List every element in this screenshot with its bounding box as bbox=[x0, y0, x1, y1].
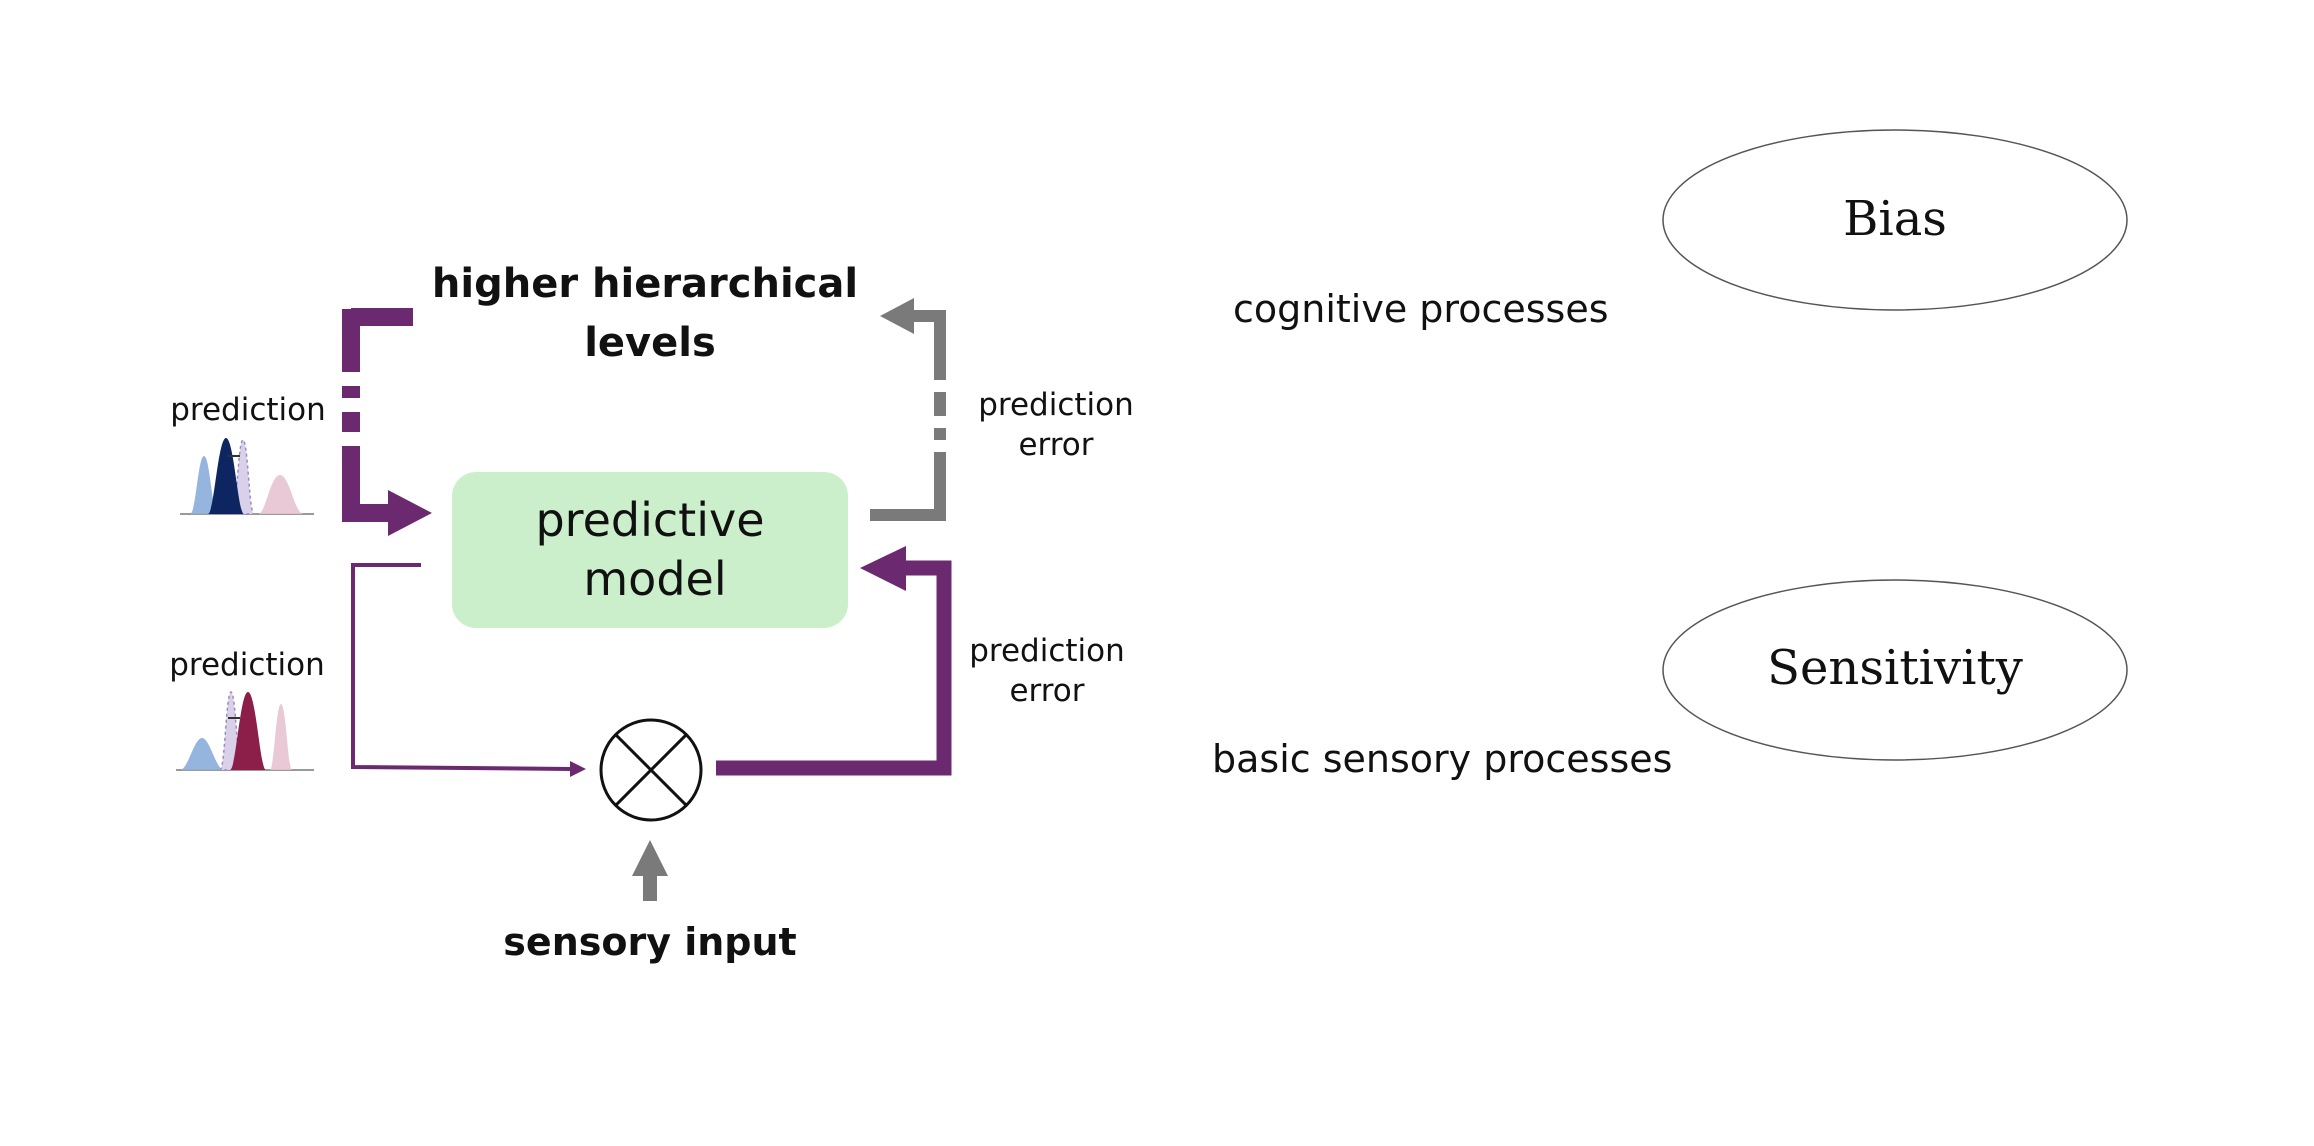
sensitivity-ellipse bbox=[1662, 579, 2128, 761]
bias-ellipse bbox=[1662, 129, 2128, 311]
prediction-distribution-icon-top bbox=[180, 438, 314, 515]
prediction-distribution-icon-bottom bbox=[176, 691, 314, 771]
basic-sensory-processes-label: basic sensory processes bbox=[1212, 737, 1672, 781]
predictive-model-box bbox=[452, 472, 848, 628]
prediction-error-label-top-line1: prediction bbox=[978, 387, 1134, 423]
predictive-model-label-line2: model bbox=[583, 552, 726, 606]
prediction-error-arrow-up bbox=[870, 310, 946, 521]
bias-label: Bias bbox=[1843, 191, 1947, 247]
top-down-prediction-arrowhead bbox=[388, 490, 432, 536]
higher-levels-label-line2: levels bbox=[584, 320, 716, 366]
higher-levels-label-line1: higher hierarchical bbox=[432, 261, 858, 307]
comparator-icon bbox=[599, 718, 703, 822]
prediction-error-label-bottom-line1: prediction bbox=[969, 633, 1125, 669]
prediction-error-label-bottom-line2: error bbox=[1009, 673, 1084, 709]
sensitivity-label: Sensitivity bbox=[1767, 640, 2023, 696]
sensory-input-label: sensory input bbox=[503, 920, 796, 964]
prediction-to-comparator-arrowhead bbox=[570, 761, 586, 777]
predictive-model-label-line1: predictive bbox=[535, 493, 764, 547]
prediction-error-arrowhead-up bbox=[880, 298, 914, 334]
sensory-input-arrowhead bbox=[632, 840, 668, 876]
top-down-prediction-arrow bbox=[342, 308, 413, 522]
prediction-error-label-top-line2: error bbox=[1018, 427, 1093, 463]
prediction-error-arrowhead-bottom bbox=[860, 546, 906, 591]
sensory-input-arrow-shaft bbox=[643, 873, 657, 901]
prediction-label-top: prediction bbox=[170, 392, 326, 428]
prediction-error-arrow-bottom bbox=[716, 560, 952, 776]
prediction-to-comparator-line bbox=[351, 563, 573, 771]
prediction-label-bottom: prediction bbox=[169, 647, 325, 683]
cognitive-processes-label: cognitive processes bbox=[1233, 287, 1609, 331]
